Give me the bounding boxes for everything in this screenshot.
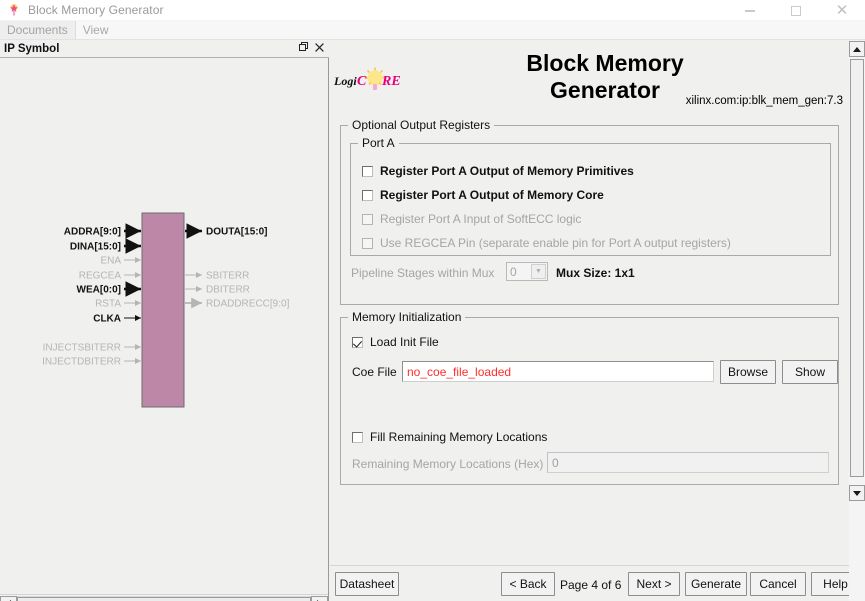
svg-text:SBITERR: SBITERR: [206, 271, 249, 282]
svg-text:RSTA: RSTA: [95, 299, 121, 310]
pipeline-stages-select[interactable]: 0 ▼: [506, 262, 548, 281]
checkbox-box[interactable]: [352, 431, 363, 443]
mux-size-label: Mux Size: 1x1: [556, 266, 635, 280]
page-title: Block Memory Generator: [420, 50, 790, 104]
svg-text:ENA: ENA: [100, 256, 121, 267]
svg-text:REGCEA: REGCEA: [79, 271, 122, 282]
remaining-memory-locations-label: Remaining Memory Locations (Hex): [352, 457, 544, 471]
page-title-line1: Block Memory: [526, 50, 684, 76]
svg-text:Logi: Logi: [334, 74, 357, 88]
checkbox-box[interactable]: [352, 336, 363, 348]
chevron-down-icon[interactable]: ▼: [531, 264, 546, 279]
checkbox-register-port-a-output-memory-core[interactable]: Register Port A Output of Memory Core: [362, 188, 604, 202]
wizard-footer: Datasheet < Back Page 4 of 6 Next > Gene…: [330, 565, 865, 601]
maximize-button[interactable]: [773, 0, 819, 21]
coe-file-value: no_coe_file_loaded: [407, 364, 512, 379]
ip-version-label: xilinx.com:ip:blk_mem_gen:7.3: [685, 95, 843, 107]
menu-item-documents[interactable]: Documents: [0, 21, 76, 39]
checkbox-use-regcea-pin: Use REGCEA Pin (separate enable pin for …: [362, 236, 731, 250]
svg-text:DINA[15:0]: DINA[15:0]: [70, 242, 121, 253]
vertical-scrollbar[interactable]: [849, 41, 865, 601]
ip-symbol-panel: IP Symbol ADDRA[9:0] DINA[15:0] ENA REGCEA W…: [0, 41, 329, 601]
scroll-right-arrow[interactable]: [311, 595, 328, 601]
svg-text:RE: RE: [381, 74, 401, 89]
panel-title: IP Symbol: [4, 43, 60, 55]
checkbox-box[interactable]: [362, 165, 373, 177]
scroll-down-arrow[interactable]: [849, 485, 865, 501]
horizontal-scrollbar[interactable]: [0, 594, 328, 601]
svg-text:RDADDRECC[9:0]: RDADDRECC[9:0]: [206, 299, 290, 310]
svg-text:INJECTSBITERR: INJECTSBITERR: [43, 343, 121, 354]
memory-initialization-group: Memory Initialization Load Init File Coe…: [340, 310, 839, 485]
title-bar: Block Memory Generator ✕: [0, 0, 865, 21]
scroll-left-arrow[interactable]: [0, 595, 17, 601]
svg-text:C: C: [357, 74, 367, 89]
group-legend: Port A: [358, 136, 399, 150]
coe-file-input[interactable]: no_coe_file_loaded: [402, 361, 714, 382]
show-button[interactable]: Show: [782, 360, 838, 384]
browse-button[interactable]: Browse: [720, 360, 776, 384]
wizard-panel: Logi C RE Block Memory Generator xilinx.…: [330, 41, 865, 601]
checkbox-label: Use REGCEA Pin (separate enable pin for …: [380, 236, 731, 250]
remaining-memory-locations-input: 0: [547, 452, 829, 473]
menu-bar: Documents View: [0, 21, 865, 40]
svg-text:CLKA: CLKA: [93, 314, 121, 325]
checkbox-register-port-a-input-softecc: Register Port A Input of SoftECC logic: [362, 212, 581, 226]
checkbox-box[interactable]: [362, 189, 373, 201]
ip-symbol-panel-header: IP Symbol: [0, 41, 329, 58]
scroll-up-arrow[interactable]: [849, 41, 865, 57]
pipeline-stages-value: 0: [510, 264, 517, 279]
checkbox-box: [362, 237, 373, 249]
remaining-memory-locations-value: 0: [552, 455, 559, 470]
optional-output-registers-group: Optional Output Registers Port A Registe…: [340, 118, 839, 305]
minimize-button[interactable]: [727, 0, 773, 21]
page-indicator: Page 4 of 6: [560, 578, 622, 592]
group-legend: Optional Output Registers: [348, 118, 495, 132]
page-title-line2: Generator: [550, 77, 660, 103]
svg-text:ADDRA[9:0]: ADDRA[9:0]: [64, 227, 121, 238]
checkbox-box: [362, 213, 373, 225]
datasheet-button[interactable]: Datasheet: [335, 572, 399, 596]
checkbox-label: Register Port A Output of Memory Primiti…: [380, 164, 634, 178]
float-window-icon[interactable]: [299, 42, 309, 55]
window-controls: ✕: [727, 0, 865, 21]
vscroll-thumb[interactable]: [850, 59, 864, 477]
svg-text:DBITERR: DBITERR: [206, 285, 250, 296]
logicore-logo: Logi C RE: [333, 67, 406, 95]
menu-item-view[interactable]: View: [82, 22, 109, 37]
port-a-group: Port A Register Port A Output of Memory …: [350, 136, 831, 256]
pipeline-stages-label: Pipeline Stages within Mux: [351, 266, 495, 280]
ip-symbol-diagram: ADDRA[9:0] DINA[15:0] ENA REGCEA WEA[0:0] RST…: [42, 212, 290, 408]
wizard-content: Optional Output Registers Port A Registe…: [330, 113, 849, 565]
ip-symbol-canvas: ADDRA[9:0] DINA[15:0] ENA REGCEA WEA[0:0] RST…: [1, 59, 328, 593]
checkbox-label: Load Init File: [370, 335, 439, 349]
hscroll-thumb[interactable]: [17, 596, 311, 601]
close-icon[interactable]: [315, 42, 324, 55]
back-button[interactable]: < Back: [501, 572, 555, 596]
close-button[interactable]: ✕: [835, 1, 849, 19]
generate-button[interactable]: Generate: [685, 572, 747, 596]
wizard-header: Logi C RE Block Memory Generator xilinx.…: [330, 41, 849, 113]
window-title: Block Memory Generator: [28, 3, 164, 17]
next-button[interactable]: Next >: [628, 572, 680, 596]
checkbox-label: Register Port A Output of Memory Core: [380, 188, 604, 202]
svg-text:DOUTA[15:0]: DOUTA[15:0]: [206, 227, 267, 238]
group-legend: Memory Initialization: [348, 310, 466, 324]
checkbox-load-init-file[interactable]: Load Init File: [352, 335, 439, 349]
coe-file-label: Coe File: [352, 365, 397, 379]
checkbox-label: Fill Remaining Memory Locations: [370, 430, 548, 444]
checkbox-register-port-a-output-memory-primitives[interactable]: Register Port A Output of Memory Primiti…: [362, 164, 634, 178]
checkbox-label: Register Port A Input of SoftECC logic: [380, 212, 582, 226]
hscroll-track[interactable]: [17, 595, 311, 601]
cancel-button[interactable]: Cancel: [750, 572, 806, 596]
svg-text:INJECTDBITERR: INJECTDBITERR: [42, 357, 121, 368]
app-icon: [7, 3, 21, 17]
svg-text:WEA[0:0]: WEA[0:0]: [77, 285, 121, 296]
checkbox-fill-remaining-memory-locations[interactable]: Fill Remaining Memory Locations: [352, 430, 547, 444]
